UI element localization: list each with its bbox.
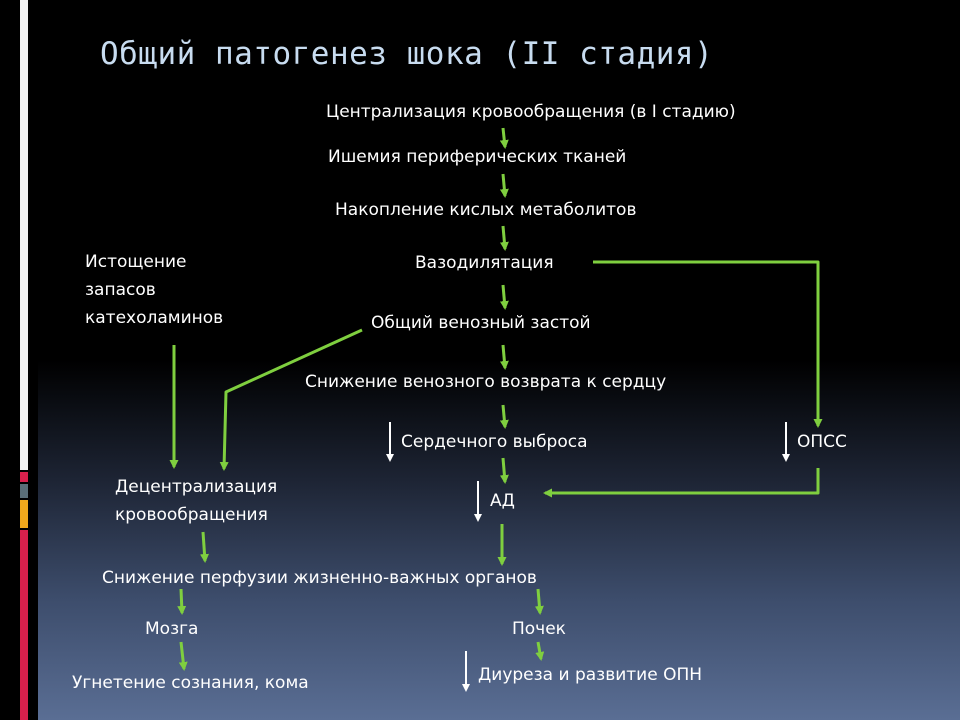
node-decentralization-line: Децентрализация <box>115 477 278 497</box>
node-centralization: Централизация кровообращения (в I стадию… <box>326 102 736 122</box>
node-decentralization: Децентрализация кровообращения <box>115 473 277 529</box>
node-catecholamines-line: Истощение <box>85 252 187 272</box>
node-catecholamines-line: запасов <box>85 280 156 300</box>
arrow-decentralization-to-perfusion <box>200 531 210 563</box>
decor-bar-orange <box>20 500 28 528</box>
arrow-brain-to-coma <box>178 641 188 671</box>
node-cardiac-output: Сердечного выброса <box>401 432 588 452</box>
node-decentralization-line: кровообращения <box>115 505 268 525</box>
arrow-perfusion-to-brain <box>177 588 187 615</box>
node-ischemia: Ишемия периферических тканей <box>328 147 627 167</box>
node-catecholamines-line: катехоламинов <box>85 308 224 328</box>
arrow-perfusion-to-kidneys <box>534 588 544 615</box>
left-decor-strip <box>0 0 38 720</box>
decor-bar-red <box>20 472 28 482</box>
node-opss: ОПСС <box>797 432 847 452</box>
arrow-venous_stasis-to-decentralization <box>219 328 363 471</box>
arrow-ischemia-to-metabolites <box>499 173 509 198</box>
arrow-venous_stasis-to-venous_return <box>499 344 509 370</box>
node-venous-return: Снижение венозного возврата к сердцу <box>305 372 667 392</box>
node-vasodilation: Вазодилятация <box>415 253 554 273</box>
decor-bar-red-long <box>20 530 28 720</box>
arrow-cardiac_output-to-blood_pressure <box>499 457 509 484</box>
node-blood-pressure: АД <box>490 491 515 511</box>
node-brain: Мозга <box>145 619 199 639</box>
node-diuresis: Диуреза и развитие ОПН <box>478 665 703 685</box>
arrow-kidneys-to-diuresis <box>535 641 545 661</box>
node-venous-stasis: Общий венозный застой <box>371 313 591 333</box>
arrow-venous_return-to-cardiac_output <box>499 404 509 429</box>
arrow-opss-to-blood_pressure <box>543 468 820 498</box>
arrow-vasodilation-to-venous_stasis <box>499 284 509 310</box>
arrow-vasodilation-to-opss <box>593 260 823 428</box>
arrow-metabolites-to-vasodilation <box>499 225 509 251</box>
decor-bar-white <box>20 0 28 470</box>
slide-title: Общий патогенез шока (II стадия) <box>100 36 714 72</box>
node-metabolites: Накопление кислых метаболитов <box>335 200 637 220</box>
node-perfusion: Снижение перфузии жизненно-важных органо… <box>102 568 537 588</box>
node-catecholamines: Истощение запасов катехоламинов <box>85 248 223 332</box>
node-kidneys: Почек <box>512 619 566 639</box>
decor-bar-gray <box>20 484 28 498</box>
node-coma: Угнетение сознания, кома <box>72 673 309 693</box>
